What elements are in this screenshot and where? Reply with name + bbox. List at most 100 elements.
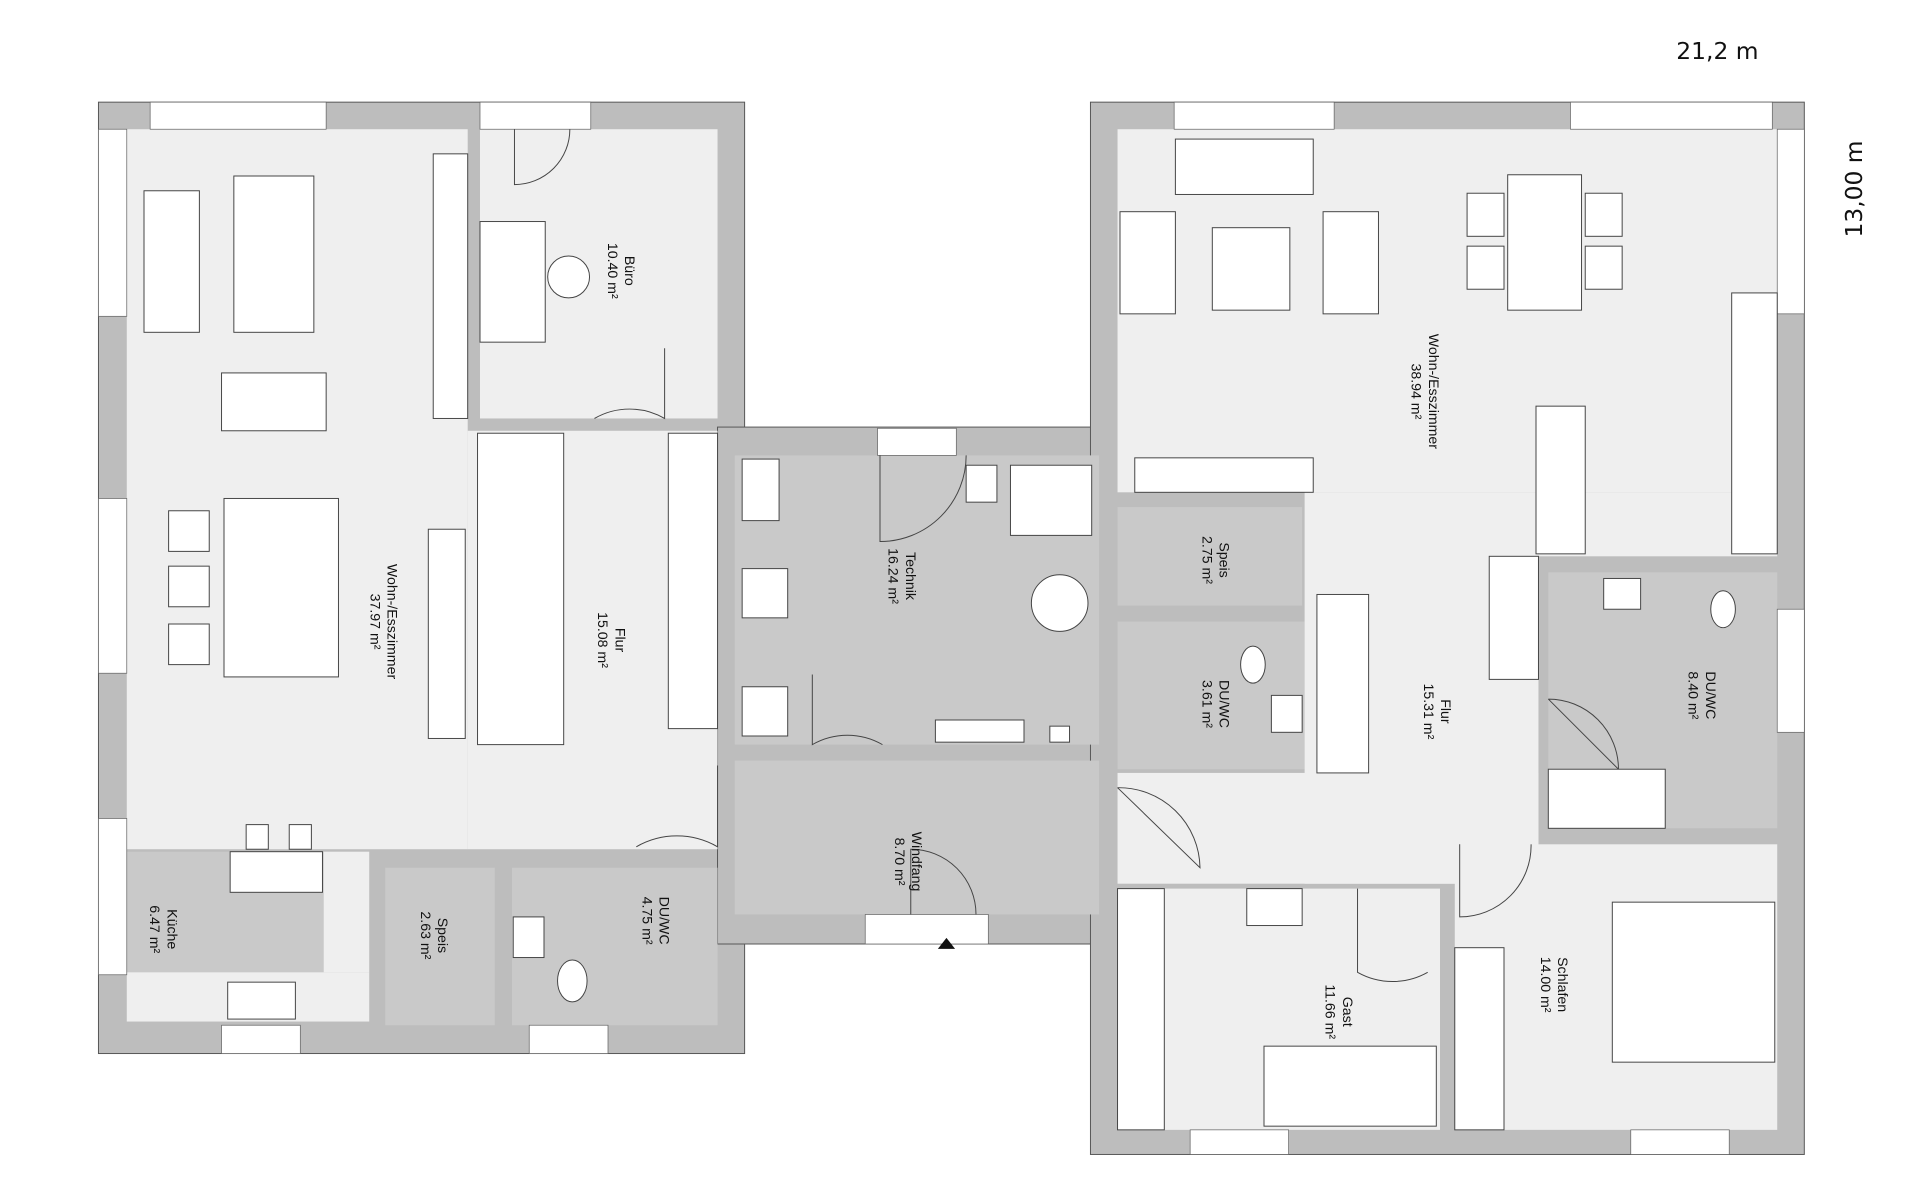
- wardrobe: [667, 432, 719, 730]
- floor-windfang: [734, 760, 1100, 915]
- equipment: [741, 686, 789, 737]
- svg-text:Wohn-/Esszimmer38.94 m²: Wohn-/Esszimmer38.94 m²: [1409, 334, 1442, 450]
- floor-speis-right: [1117, 507, 1303, 606]
- kitchen-counter: [1535, 405, 1586, 555]
- entrance-arrow-icon: [937, 937, 956, 949]
- window: [1630, 1129, 1730, 1155]
- toilet-icon: [1240, 645, 1266, 684]
- window: [479, 101, 592, 130]
- double-bed: [1611, 901, 1776, 1063]
- svg-text:DU/WC3.61 m²: DU/WC3.61 m²: [1199, 680, 1232, 728]
- room-label-kueche: Küche6.47 m²: [147, 905, 180, 953]
- chair: [168, 565, 210, 608]
- bar-stool: [288, 824, 312, 850]
- window: [221, 1024, 301, 1054]
- washbasin-icon: [512, 916, 545, 959]
- window: [98, 498, 128, 674]
- boiler: [1009, 464, 1093, 536]
- door-swing: [811, 674, 883, 746]
- room-label-duwc-right: DU/WC8.40 m²: [1686, 671, 1719, 719]
- coffee-table: [233, 175, 315, 333]
- room-label-buero: Büro10.40 m²: [605, 243, 638, 299]
- room-label-wohn-left: Wohn-/Esszimmer37.97 m²: [367, 564, 400, 680]
- floor-duwc-left: [512, 867, 718, 1026]
- door-swing: [513, 129, 571, 186]
- window: [1189, 1129, 1289, 1155]
- room-label-gast: Gast11.66 m²: [1323, 984, 1356, 1039]
- desk: [1246, 888, 1303, 927]
- room-label-duwc-left: DU/WC4.75 m²: [639, 897, 672, 945]
- svg-text:Wohn-/Esszimmer37.97 m²: Wohn-/Esszimmer37.97 m²: [367, 564, 400, 680]
- window: [877, 427, 957, 456]
- toilet-icon: [557, 959, 588, 1003]
- door-swing: [636, 765, 719, 848]
- svg-text:Windfang8.70 m²: Windfang8.70 m²: [892, 832, 925, 892]
- equipment: [965, 464, 998, 503]
- door-swing: [1547, 698, 1619, 771]
- svg-text:Gast11.66 m²: Gast11.66 m²: [1323, 984, 1356, 1039]
- bar-stool: [245, 824, 269, 850]
- svg-text:Flur15.31 m²: Flur15.31 m²: [1421, 683, 1454, 739]
- equipment: [741, 458, 780, 522]
- dining-table: [223, 497, 339, 678]
- window: [98, 128, 128, 317]
- armchair: [221, 372, 327, 432]
- shelf: [432, 153, 469, 419]
- toilet-icon: [1710, 590, 1736, 629]
- tank: [1030, 574, 1089, 632]
- room-label-windfang: Windfang8.70 m²: [892, 832, 925, 892]
- chair: [1584, 192, 1623, 237]
- floor-speis-left: [385, 867, 495, 1026]
- kitchen-island: [229, 851, 323, 893]
- wardrobe: [1454, 947, 1505, 1131]
- office-chair: [547, 255, 591, 299]
- sideboard: [427, 528, 466, 739]
- equipment: [1049, 725, 1071, 743]
- kitchen-counter: [1731, 292, 1778, 555]
- svg-text:Büro10.40 m²: Büro10.40 m²: [605, 243, 638, 299]
- wardrobe: [1488, 555, 1539, 680]
- wardrobe: [1316, 593, 1370, 774]
- door-swing: [594, 348, 666, 420]
- room-label-flur-right: Flur15.31 m²: [1421, 683, 1454, 739]
- chair: [1584, 245, 1623, 290]
- staircase: [477, 432, 565, 746]
- svg-text:Speis2.75 m²: Speis2.75 m²: [1199, 536, 1232, 584]
- svg-text:DU/WC8.40 m²: DU/WC8.40 m²: [1686, 671, 1719, 719]
- svg-text:DU/WC4.75 m²: DU/WC4.75 m²: [639, 897, 672, 945]
- chair: [168, 510, 210, 552]
- door-swing: [879, 455, 967, 543]
- door-swing: [1117, 787, 1201, 869]
- sofa: [143, 190, 200, 333]
- svg-text:Küche6.47 m²: Küche6.47 m²: [147, 905, 180, 953]
- window: [1173, 101, 1335, 130]
- room-label-technik: Technik16.24 m²: [886, 548, 919, 604]
- room-label-wohn-right: Wohn-/Esszimmer38.94 m²: [1409, 334, 1442, 450]
- window: [149, 101, 327, 130]
- dimension-width: 21,2 m: [1676, 37, 1758, 65]
- room-label-speis-left: Speis2.63 m²: [418, 911, 451, 959]
- svg-text:Schlafen14.00 m²: Schlafen14.00 m²: [1538, 957, 1571, 1013]
- window: [1570, 101, 1773, 130]
- window: [1776, 128, 1805, 315]
- chair: [1466, 192, 1505, 237]
- coffee-table: [1211, 227, 1291, 311]
- tv-board: [1134, 457, 1314, 493]
- dimension-depth: 13,00 m: [1840, 140, 1868, 237]
- svg-text:Flur15.08 m²: Flur15.08 m²: [595, 612, 628, 668]
- washbasin-icon: [1603, 577, 1642, 610]
- kitchen-counter-side: [323, 851, 370, 973]
- window: [528, 1024, 609, 1054]
- armchair: [1322, 211, 1379, 315]
- entrance-door: [864, 914, 989, 945]
- room-label-flur-left: Flur15.08 m²: [595, 612, 628, 668]
- chair: [1466, 245, 1505, 290]
- armchair: [1119, 211, 1176, 315]
- dimension-depth-group: 13,00 m: [1840, 140, 1868, 237]
- svg-text:Technik16.24 m²: Technik16.24 m²: [886, 548, 919, 604]
- room-label-duwc-mid: DU/WC3.61 m²: [1199, 680, 1232, 728]
- sofa: [1174, 138, 1314, 195]
- door-swing: [1357, 888, 1428, 982]
- sink-icon: [227, 981, 296, 1020]
- window: [1776, 608, 1805, 733]
